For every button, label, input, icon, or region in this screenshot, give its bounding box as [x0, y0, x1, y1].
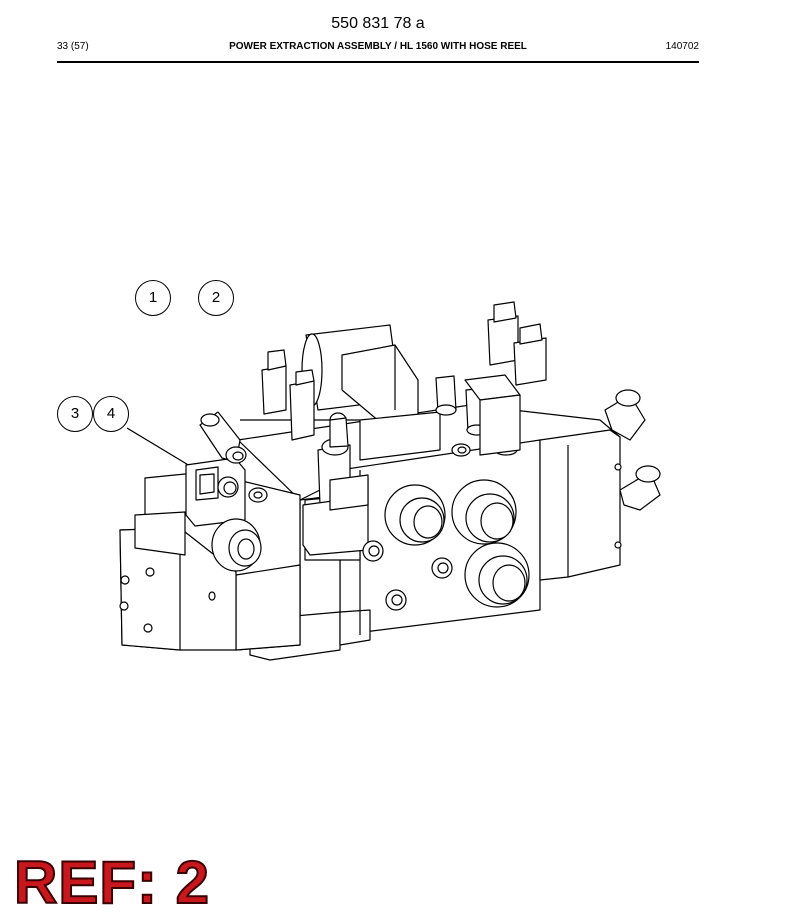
- top-solenoid-housing: [240, 324, 441, 461]
- assembly-title: POWER EXTRACTION ASSEMBLY / HL 1560 WITH…: [229, 41, 527, 52]
- callout-2: 2: [198, 280, 234, 316]
- elbow-fitting-left: [199, 411, 247, 464]
- right-elbow-fittings: [604, 389, 661, 549]
- page-header: 33 (57) POWER EXTRACTION ASSEMBLY / HL 1…: [57, 41, 699, 55]
- ref-stamp: REF: 2: [13, 848, 211, 917]
- date-code: 140702: [665, 41, 699, 52]
- callout-1: 1: [135, 280, 171, 316]
- callout-3: 3: [57, 396, 93, 432]
- small-port-plugs: [248, 487, 453, 611]
- callout-4: 4: [93, 396, 129, 432]
- hex-plug-caps: [261, 301, 547, 506]
- page-indicator: 33 (57): [57, 41, 89, 52]
- header-rule: [57, 61, 699, 63]
- large-port-fittings: [384, 479, 530, 608]
- top-plugs: [435, 374, 521, 457]
- document-number: 550 831 78 a: [331, 15, 425, 32]
